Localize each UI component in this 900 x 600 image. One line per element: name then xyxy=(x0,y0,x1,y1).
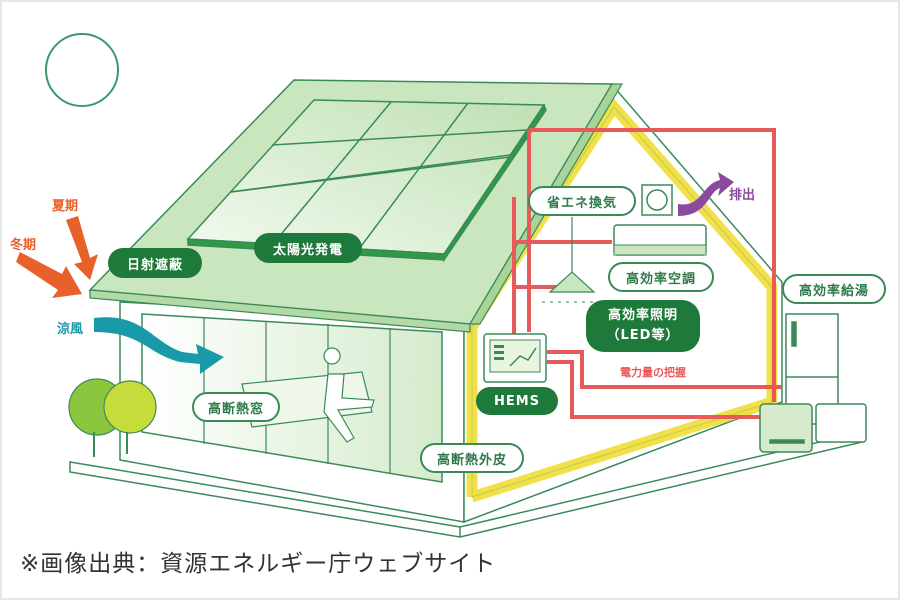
image-source-caption: ※画像出典：資源エネルギー庁ウェブサイト xyxy=(20,551,497,577)
lighting-label: 高効率照明 （LED等） xyxy=(586,300,700,352)
winter-label: 冬期 xyxy=(10,238,37,253)
cool-breeze-label: 涼風 xyxy=(57,322,84,337)
sun-icon xyxy=(45,33,119,107)
cool-breeze-arrow xyxy=(94,317,224,374)
solar-panel xyxy=(186,99,547,263)
hems-monitor-icon xyxy=(483,333,547,383)
winter-sun-arrow xyxy=(16,252,82,298)
summer-sun-arrow xyxy=(66,216,98,280)
lighting-label-line1: 高効率照明 xyxy=(607,308,678,323)
lamp-icon xyxy=(542,217,602,303)
power-wiring xyxy=(512,128,782,419)
sun-shading-label: 日射遮蔽 xyxy=(108,248,202,278)
water-heater-label: 高効率給湯 xyxy=(782,274,886,304)
lighting-label-line2: （LED等） xyxy=(606,328,680,343)
hems-label: HEMS xyxy=(476,387,558,415)
aircon-label: 高効率空調 xyxy=(608,262,714,292)
solar-power-label: 太陽光発電 xyxy=(254,233,362,263)
water-heater-icon xyxy=(759,313,867,453)
power-monitoring-label: 電力量の把握 xyxy=(620,366,686,379)
tree-icon xyxy=(68,378,157,457)
insulated-window-label: 高断熱窓 xyxy=(192,392,280,422)
exhaust-label: 排出 xyxy=(729,188,756,203)
person-icon xyxy=(323,347,375,443)
ventilation-label: 省エネ換気 xyxy=(528,186,636,216)
exhaust-arrow xyxy=(678,172,734,216)
summer-label: 夏期 xyxy=(52,199,79,214)
insulated-envelope-label: 高断熱外皮 xyxy=(420,443,524,473)
